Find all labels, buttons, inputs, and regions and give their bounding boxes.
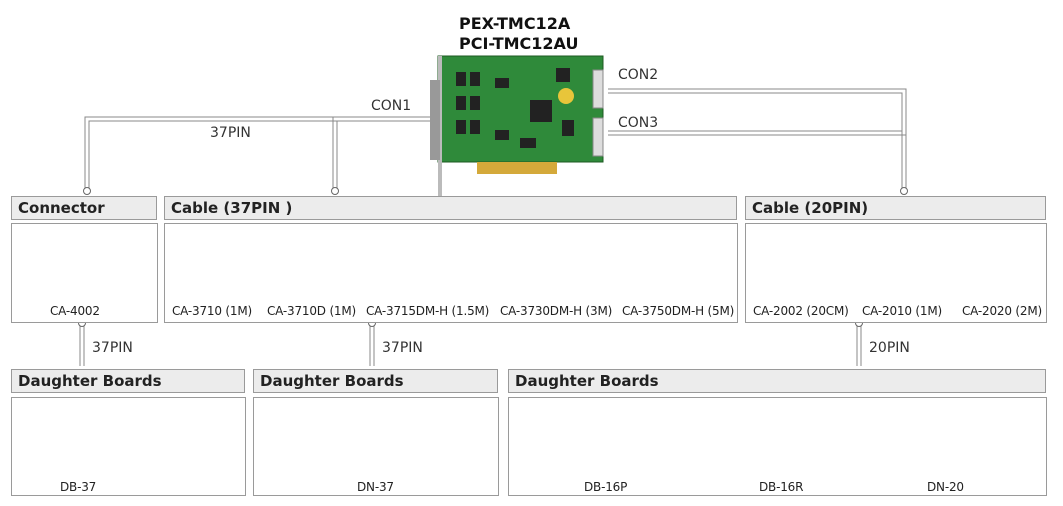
- item-ca-3750dm-h: CA-3750DM-H (5M): [622, 304, 735, 318]
- pin-label-right: 20PIN: [869, 340, 910, 356]
- db-mid-panel: [253, 397, 499, 496]
- db-right-header: Daughter Boards: [508, 369, 1046, 393]
- card-title: PEX-TMC12A PCI-TMC12AU: [459, 14, 578, 54]
- db-mid-header: Daughter Boards: [253, 369, 498, 393]
- item-ca-2020: CA-2020 (2M): [962, 304, 1042, 318]
- item-ca-2002: CA-2002 (20CM): [753, 304, 849, 318]
- con2-label: CON2: [618, 67, 659, 83]
- item-ca-2010: CA-2010 (1M): [862, 304, 942, 318]
- connector-panel: [11, 223, 158, 323]
- pin-label-left: 37PIN: [92, 340, 133, 356]
- con1-label: CON1: [371, 98, 412, 114]
- item-dn-37: DN-37: [357, 480, 394, 494]
- item-ca-3730dm-h: CA-3730DM-H (3M): [500, 304, 613, 318]
- con3-label: CON3: [618, 115, 659, 131]
- connector-header: Connector: [11, 196, 157, 220]
- item-db-16r: DB-16R: [759, 480, 804, 494]
- item-db-16p: DB-16P: [584, 480, 628, 494]
- cable37-panel: [164, 223, 738, 323]
- db-right-panel: [508, 397, 1047, 496]
- item-ca-3715dm-h: CA-3715DM-H (1.5M): [366, 304, 490, 318]
- cable20-header: Cable (20PIN): [745, 196, 1046, 220]
- item-ca-3710: CA-3710 (1M): [172, 304, 252, 318]
- card-model-a: PEX-TMC12A: [459, 14, 571, 33]
- card-model-b: PCI-TMC12AU: [459, 34, 579, 53]
- cable20-panel: [745, 223, 1047, 323]
- item-ca-4002: CA-4002: [50, 304, 100, 318]
- item-db-37: DB-37: [60, 480, 97, 494]
- pin-label-mid: 37PIN: [382, 340, 423, 356]
- db-left-panel: [11, 397, 246, 496]
- db-left-header: Daughter Boards: [11, 369, 245, 393]
- cable37-header: Cable (37PIN ): [164, 196, 737, 220]
- item-dn-20: DN-20: [927, 480, 964, 494]
- pci-card-image: [430, 55, 604, 196]
- item-ca-3710d: CA-3710D (1M): [267, 304, 356, 318]
- pin-label-top: 37PIN: [210, 125, 251, 141]
